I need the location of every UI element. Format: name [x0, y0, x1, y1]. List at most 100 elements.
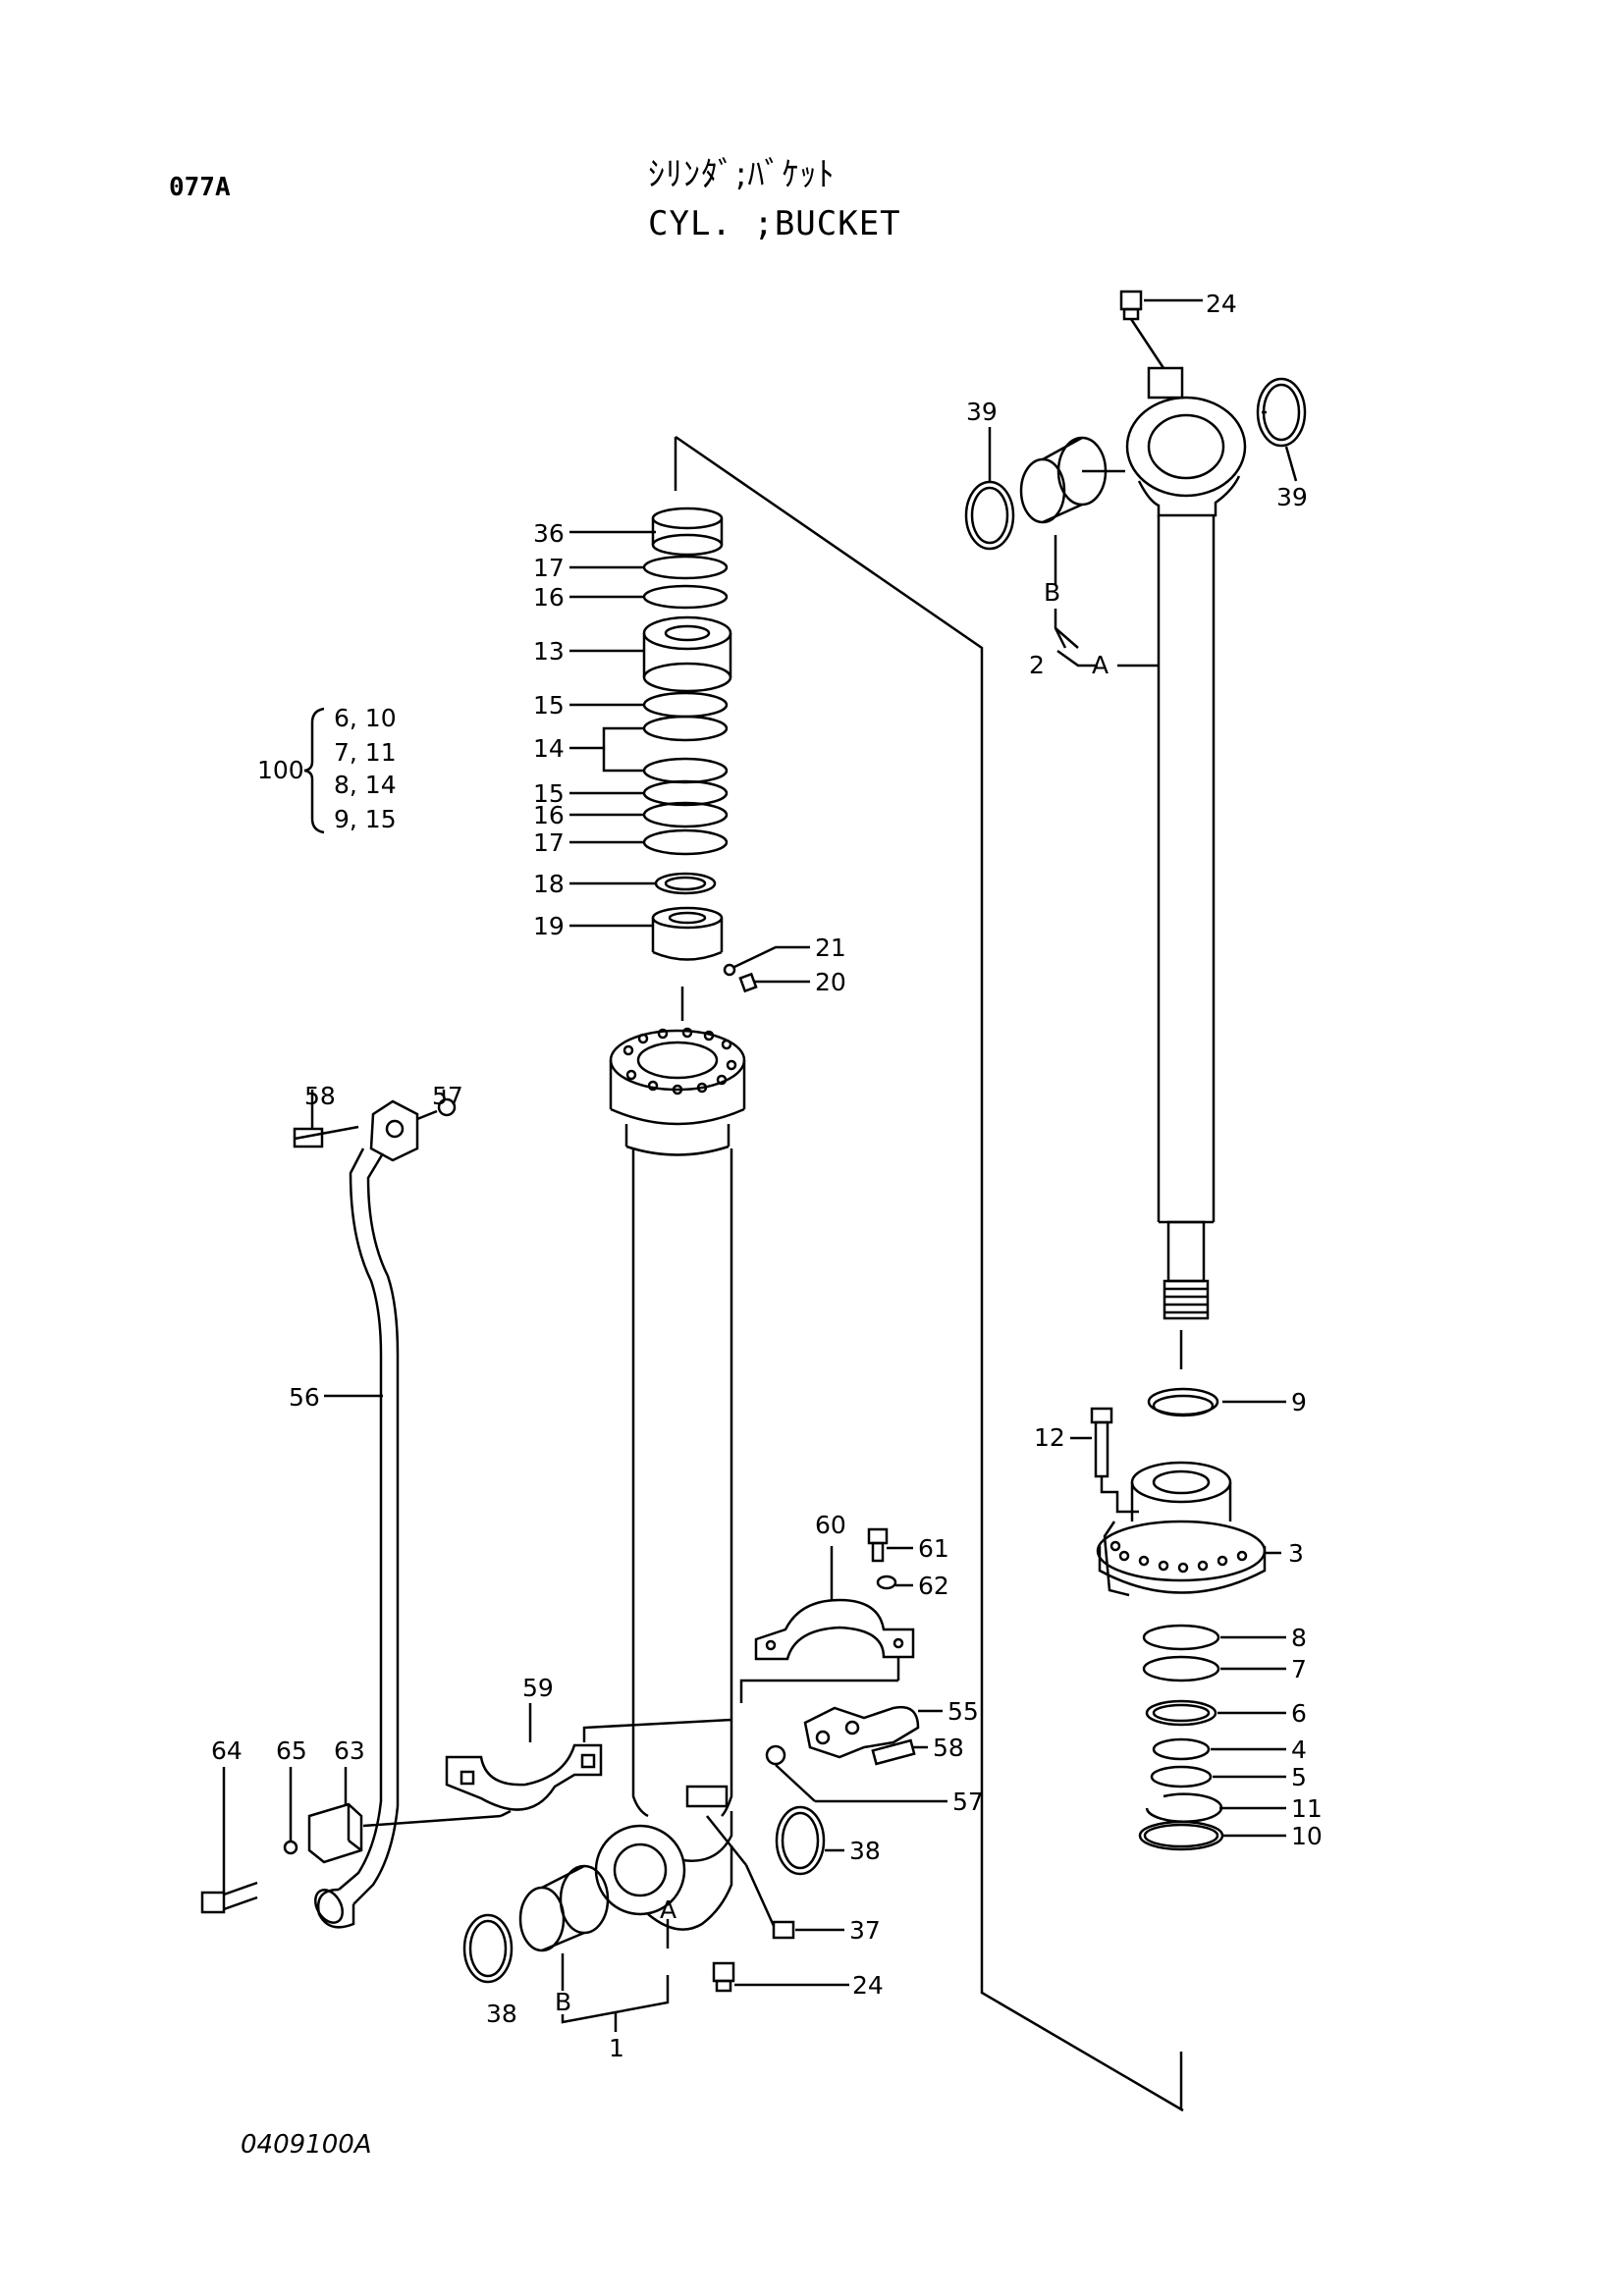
washer-65: [283, 1840, 298, 1855]
label-B-tube: B: [555, 1988, 571, 2016]
title-japanese: ｼﾘﾝﾀﾞ;ﾊﾞｹｯﾄ: [648, 155, 836, 194]
grease-fitting-24-bottom: [712, 1961, 849, 1993]
bolt-64: [200, 1881, 258, 1914]
ring-14-lower: [642, 757, 729, 784]
washer-62: [876, 1575, 913, 1590]
kit-row-4: 9, 15: [334, 805, 397, 833]
bushing-rod-B: [1019, 436, 1125, 524]
label-58-bottom: 58: [933, 1734, 964, 1762]
ring-14-upper: [642, 715, 729, 742]
label-61: 61: [918, 1534, 949, 1563]
label-64: 64: [211, 1736, 243, 1765]
label-16-top: 16: [533, 583, 565, 612]
label-21: 21: [815, 934, 846, 962]
label-39-left: 39: [966, 398, 998, 426]
piston-13: [642, 615, 732, 693]
rod-neck: [1166, 1220, 1206, 1283]
label-38-left: 38: [486, 2000, 517, 2028]
seal-7: [1142, 1655, 1220, 1682]
o-ring-57-top: [437, 1097, 457, 1117]
bolt-58-bottom: [871, 1738, 928, 1766]
label-7: 7: [1291, 1655, 1307, 1683]
bushing-tube-B: [518, 1864, 610, 1952]
callout-labels: 24 39 39 B 2 A 36 17 16 13 15 14 15 16 1…: [211, 290, 1323, 2062]
label-A-tube: A: [660, 1896, 676, 1924]
label-14: 14: [533, 734, 565, 763]
label-39-right: 39: [1276, 483, 1308, 511]
assembly-line-right: [675, 435, 1184, 2112]
label-24-bottom: 24: [852, 1971, 884, 2000]
label-10: 10: [1291, 1822, 1323, 1850]
label-3: 3: [1288, 1539, 1304, 1568]
label-60: 60: [815, 1511, 846, 1539]
label-57-bottom: 57: [952, 1788, 984, 1816]
rod-grease-boss: [1147, 366, 1184, 400]
page-code: 077A: [169, 173, 231, 202]
label-38-right: 38: [849, 1837, 881, 1865]
set-screw-20: [738, 972, 758, 993]
label-B-rod: B: [1044, 578, 1060, 607]
label-5: 5: [1291, 1763, 1307, 1791]
drawing-number: 0409100A: [241, 2130, 372, 2160]
pipe-flange-55: [803, 1705, 920, 1759]
leader-lines: [324, 410, 1298, 1932]
label-2: 2: [1029, 651, 1045, 679]
ball-21: [723, 963, 736, 977]
label-37: 37: [849, 1916, 881, 1945]
rod-eye-neck: [1137, 475, 1241, 517]
label-17-top: 17: [533, 554, 565, 582]
bolt-12: [1070, 1407, 1139, 1514]
label-62: 62: [918, 1572, 949, 1600]
bolt-58-top: [293, 1127, 324, 1148]
rod-eye: [1125, 396, 1247, 498]
label-13: 13: [533, 637, 565, 666]
label-1: 1: [609, 2034, 624, 2062]
label-24-top: 24: [1206, 290, 1237, 318]
dust-seal-39-left: [964, 480, 1015, 551]
ring-16-top: [642, 584, 729, 610]
ring-5: [1150, 1765, 1213, 1789]
seal-6: [1145, 1699, 1217, 1727]
label-15-top: 15: [533, 691, 565, 720]
clamp-63: [307, 1802, 363, 1864]
label-4: 4: [1291, 1735, 1307, 1764]
label-12: 12: [1034, 1423, 1065, 1452]
label-56: 56: [289, 1383, 320, 1412]
dust-seal-38-right: [775, 1805, 826, 1876]
label-17-bottom: 17: [533, 828, 565, 857]
bracket-60: [739, 1598, 915, 1703]
label-55: 55: [947, 1697, 979, 1726]
kit-brace: [303, 707, 325, 834]
ring-17-top: [642, 555, 729, 580]
kit-number: 100: [257, 756, 304, 784]
label-15-bottom: 15: [533, 779, 565, 808]
ring-11: [1145, 1792, 1223, 1823]
o-ring-57-bottom: [765, 1744, 786, 1766]
label-65: 65: [276, 1736, 307, 1765]
nut-19: [651, 906, 724, 961]
title-english: CYL. ;BUCKET: [648, 204, 901, 243]
rod-thread: [1163, 1279, 1210, 1320]
plug-37: [706, 1815, 795, 1940]
label-59: 59: [522, 1674, 554, 1702]
diagram-drawing: [200, 290, 1307, 2112]
label-A-rod: A: [1092, 651, 1109, 679]
kit-row-1: 6, 10: [334, 704, 397, 732]
label-9: 9: [1291, 1388, 1307, 1416]
bracket-59: [445, 1703, 732, 1811]
rod-cover-3: [1096, 1461, 1281, 1597]
label-63: 63: [334, 1736, 365, 1765]
piston-rod: [1125, 366, 1247, 1320]
ring-15-upper: [642, 691, 729, 719]
ring-4: [1152, 1737, 1211, 1761]
rod-eye-bore: [1147, 413, 1225, 480]
label-18: 18: [533, 870, 565, 898]
kit-row-2: 7, 11: [334, 738, 397, 767]
bushing-36: [651, 507, 724, 557]
seal-8: [1142, 1624, 1220, 1651]
label-6: 6: [1291, 1699, 1307, 1728]
grease-fitting-24-top: [1119, 290, 1203, 369]
label-57-top: 57: [432, 1082, 463, 1110]
label-19: 19: [533, 912, 565, 940]
